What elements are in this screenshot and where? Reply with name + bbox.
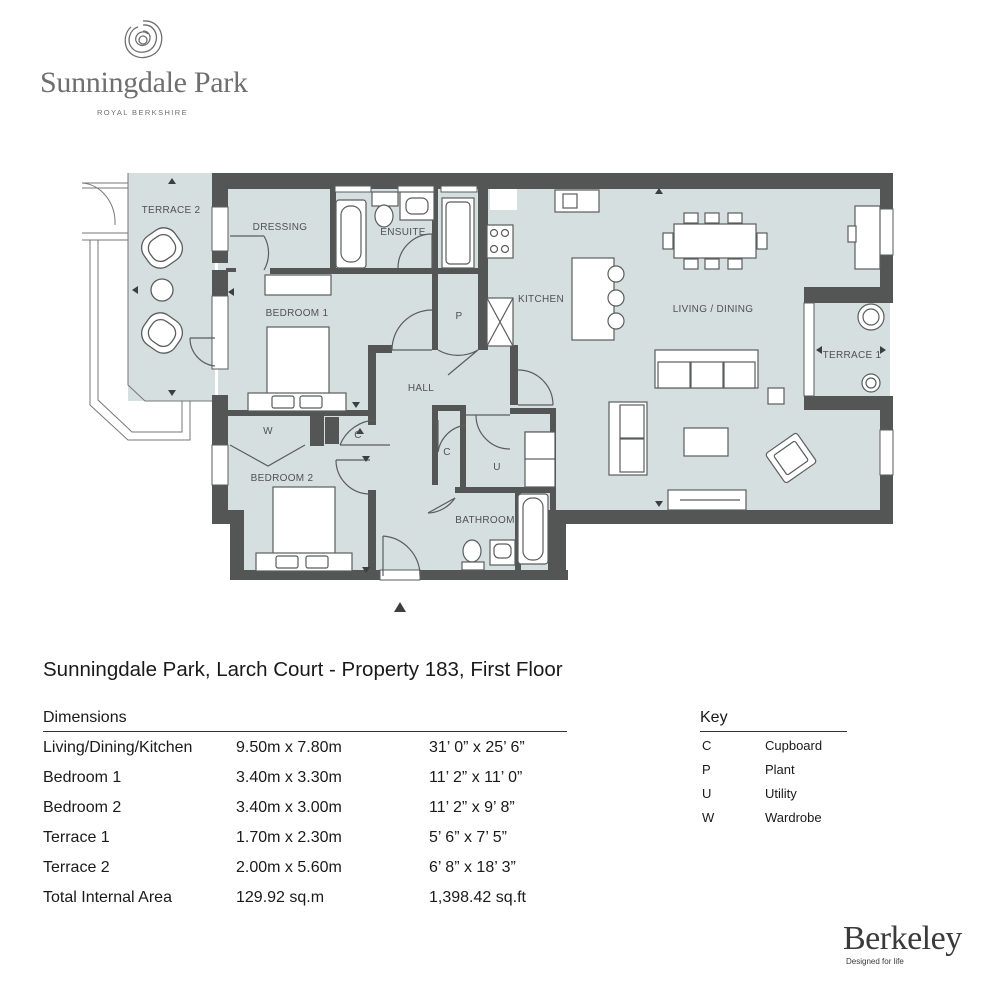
key-label: Cupboard: [765, 738, 823, 753]
dimension-room: Total Internal Area: [43, 889, 172, 906]
brand-name: Sunningdale Park: [40, 66, 248, 99]
label-living-dining: LIVING / DINING: [673, 304, 754, 315]
floor-plan: TERRACE 2 DRESSING ENSUITE BEDROOM 1 P K…: [81, 173, 894, 612]
label-dressing: DRESSING: [253, 222, 308, 233]
key-item: P Plant: [700, 756, 847, 780]
dimension-metric: 3.40m x 3.00m: [236, 799, 342, 816]
terrace-2-outline: [81, 173, 215, 441]
dimension-metric: 129.92 sq.m: [236, 889, 325, 906]
key-legend: Key C Cupboard P Plant U Utility W Wardr…: [700, 709, 847, 828]
label-cupboard-1: C: [354, 430, 362, 441]
key-item: W Wardrobe: [700, 804, 847, 828]
dimension-imperial: 11’ 2” x 9’ 8”: [429, 799, 515, 816]
label-terrace-1: TERRACE 1: [823, 350, 882, 361]
dimension-imperial: 1,398.42 sq.ft: [429, 889, 526, 906]
terrace-2-furniture: [140, 227, 184, 354]
dimension-row: Bedroom 1 3.40m x 3.30m 11’ 2” x 11’ 0”: [43, 762, 567, 792]
berkeley-name: Berkeley: [843, 920, 962, 957]
window-markers: [132, 178, 886, 612]
berkeley-tagline: Designed for life: [846, 957, 904, 966]
label-utility: U: [493, 462, 501, 473]
dimension-room: Bedroom 1: [43, 769, 122, 786]
dimension-row: Total Internal Area 129.92 sq.m 1,398.42…: [43, 882, 567, 912]
doors: [189, 233, 554, 577]
dimension-row: Terrace 1 1.70m x 2.30m 5’ 6” x 7’ 5”: [43, 822, 567, 852]
key-code: P: [702, 762, 711, 777]
label-cupboard-2: C: [443, 447, 451, 458]
dimension-row: Terrace 2 2.00m x 5.60m 6’ 8” x 18’ 3”: [43, 852, 567, 882]
berkeley-logo: Berkeley Designed for life: [843, 920, 963, 966]
label-bathroom: BATHROOM: [455, 515, 514, 526]
room-labels: TERRACE 2 DRESSING ENSUITE BEDROOM 1 P K…: [142, 205, 882, 526]
brand-subtitle: ROYAL BERKSHIRE: [96, 108, 189, 117]
label-wardrobe: W: [263, 426, 273, 437]
dimension-room: Terrace 2: [43, 859, 110, 876]
label-kitchen: KITCHEN: [518, 294, 564, 305]
key-code: C: [702, 738, 712, 753]
walls: [212, 173, 893, 580]
key-code: W: [702, 810, 715, 825]
dimension-room: Terrace 1: [43, 829, 110, 846]
key-code: U: [702, 786, 712, 801]
dimension-room: Bedroom 2: [43, 799, 122, 816]
label-bedroom-2: BEDROOM 2: [251, 473, 314, 484]
dimension-row: Living/Dining/Kitchen 9.50m x 7.80m 31’ …: [43, 732, 567, 762]
rose-icon: [124, 20, 162, 59]
dimension-imperial: 31’ 0” x 25’ 6”: [429, 739, 525, 756]
dimension-room: Living/Dining/Kitchen: [43, 739, 193, 756]
fixtures: [247, 189, 885, 572]
dimensions-table: Dimensions Living/Dining/Kitchen 9.50m x…: [43, 709, 567, 912]
property-title: Sunningdale Park, Larch Court - Property…: [43, 658, 563, 681]
label-hall: HALL: [408, 383, 434, 394]
label-ensuite: ENSUITE: [380, 227, 425, 238]
key-label: Utility: [765, 786, 797, 801]
sunningdale-logo: Sunningdale Park ROYAL BERKSHIRE: [40, 18, 248, 117]
key-item: U Utility: [700, 780, 847, 804]
key-label: Plant: [765, 762, 795, 777]
dimension-metric: 9.50m x 7.80m: [236, 739, 342, 756]
dimension-metric: 2.00m x 5.60m: [236, 859, 342, 876]
dimension-metric: 1.70m x 2.30m: [236, 829, 342, 846]
label-bedroom-1: BEDROOM 1: [266, 308, 329, 319]
key-label: Wardrobe: [765, 810, 822, 825]
dimension-imperial: 5’ 6” x 7’ 5”: [429, 829, 507, 846]
key-heading: Key: [700, 709, 847, 732]
dimension-imperial: 6’ 8” x 18’ 3”: [429, 859, 516, 876]
dimension-row: Bedroom 2 3.40m x 3.00m 11’ 2” x 9’ 8”: [43, 792, 567, 822]
dimension-metric: 3.40m x 3.30m: [236, 769, 342, 786]
label-terrace-2: TERRACE 2: [142, 205, 201, 216]
key-item: C Cupboard: [700, 732, 847, 756]
dimension-imperial: 11’ 2” x 11’ 0”: [429, 769, 523, 786]
dimensions-heading: Dimensions: [43, 709, 567, 732]
label-plant: P: [456, 311, 463, 322]
